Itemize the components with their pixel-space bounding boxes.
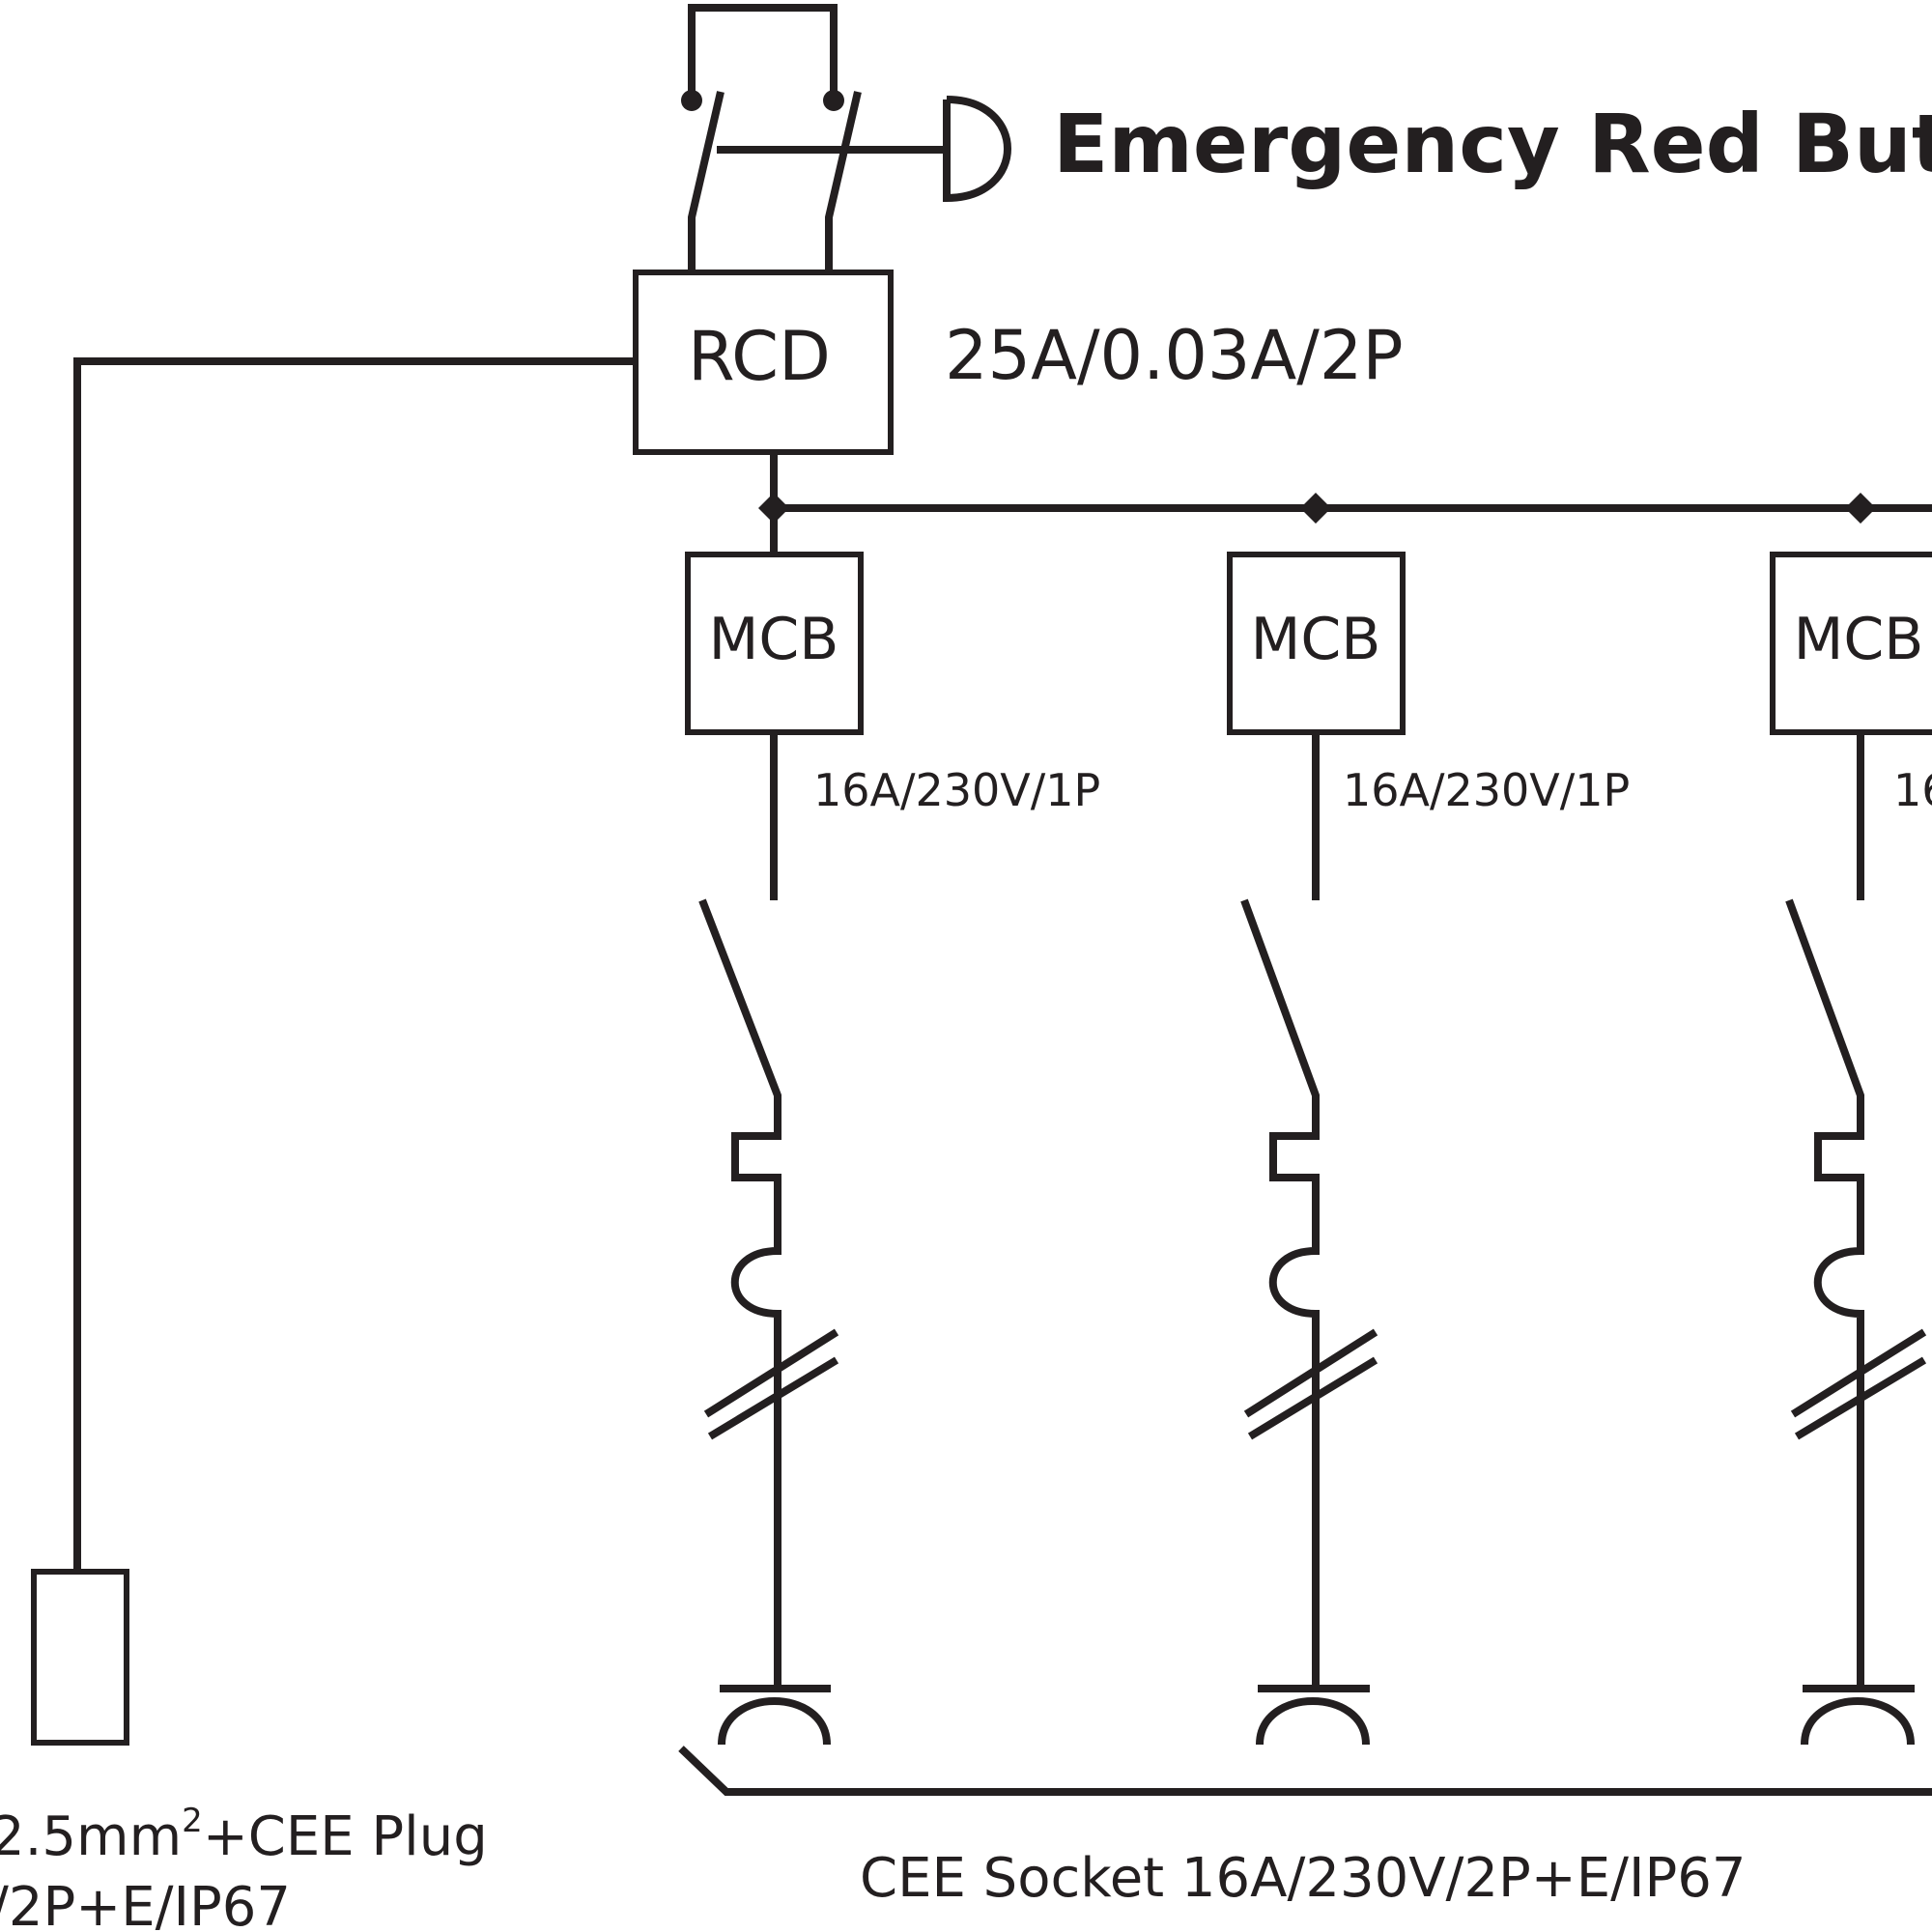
emergency-button-title: Emergency Red Button — [1053, 97, 1932, 191]
mcb-box-1 — [685, 552, 864, 735]
socket-arc-1 — [718, 1697, 831, 1746]
cable-plug-label-line2: /2P+E/IP67 — [0, 1876, 291, 1932]
rcd-label: RCD — [688, 317, 831, 396]
socket-switch-symbol-2 — [1240, 898, 1320, 1686]
feed-wire — [73, 357, 634, 1572]
junction-1 — [758, 493, 789, 524]
mcb-label-3: MCB — [1794, 606, 1924, 673]
cable-mark-3b — [1794, 1356, 1927, 1440]
branch-3: MCB 16A/230V/1P — [1770, 552, 1932, 1746]
cable-plug-label-line1: 2.5mm2+CEE Plug — [0, 1802, 488, 1868]
cable-mark-2b — [1247, 1356, 1378, 1440]
cable-mark-2a — [1243, 1328, 1378, 1418]
mcb-rating-1: 16A/230V/1P — [813, 764, 1100, 816]
cable-mark-1a — [703, 1328, 839, 1418]
mushroom-head — [943, 96, 1011, 203]
socket-arc-3 — [1801, 1697, 1915, 1746]
mcb-rating-3: 16A/230V/1P — [1893, 764, 1932, 816]
button-top-loop — [688, 4, 838, 97]
socket-switch-symbol-1 — [698, 898, 781, 1686]
mcb-label-1: MCB — [709, 606, 839, 673]
mcb-rating-2: 16A/230V/1P — [1343, 764, 1630, 816]
mcb-box-3 — [1770, 552, 1932, 735]
rcd-box — [633, 270, 894, 455]
junction-3 — [1845, 493, 1876, 524]
mcb-box-2 — [1227, 552, 1406, 735]
cee-plug-symbol — [31, 1569, 129, 1746]
junction-2 — [1300, 493, 1331, 524]
mcb-label-2: MCB — [1251, 606, 1381, 673]
socket-switch-symbol-3 — [1785, 898, 1864, 1686]
socket-arc-2 — [1256, 1697, 1370, 1746]
contact-dot-right — [823, 90, 844, 111]
switch-blade-left — [688, 91, 724, 272]
switch-blade-right — [825, 91, 862, 272]
cable-mark-3a — [1790, 1328, 1927, 1418]
branch-2: MCB 16A/230V/1P — [1227, 552, 1630, 1746]
emergency-button-symbol — [681, 4, 1011, 272]
contact-dot-left — [681, 90, 702, 111]
socket-bracket — [678, 1746, 1932, 1796]
branch-1: MCB 16A/230V/1P — [685, 552, 1100, 1746]
cee-socket-label: CEE Socket 16A/230V/2P+E/IP67 — [860, 1847, 1747, 1910]
cable-mark-1b — [707, 1356, 839, 1440]
rcd-rating: 25A/0.03A/2P — [945, 316, 1404, 395]
